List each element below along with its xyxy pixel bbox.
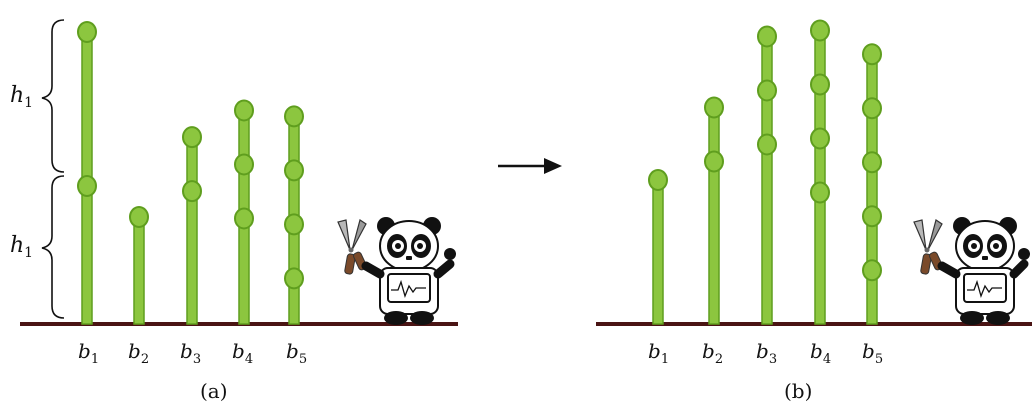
bamboo-node [77,21,97,43]
pruning-shears-icon [337,219,367,275]
stalk-label-b2: b2 [702,339,723,367]
bamboo-stem [652,175,664,325]
bamboo-node [77,175,97,197]
stalk-label-b5: b5 [862,339,883,367]
height-label-upper-sub: 1 [24,95,33,111]
bamboo-node [704,96,724,119]
bamboo-node [182,180,202,203]
bamboo-stalk-b5 [284,105,304,325]
bamboo-node [757,133,777,156]
bamboo-node [704,150,724,173]
bamboo-node [234,153,254,176]
bamboo-stalks [648,19,882,325]
bamboo-node [182,126,202,149]
bamboo-stalk-b4 [810,19,830,325]
stalk-label-b5: b5 [286,339,307,367]
bamboo-node [284,267,304,290]
bamboo-node [757,79,777,102]
bamboo-stem [866,49,878,325]
bamboo-stem [761,31,773,325]
height-label-upper: h [10,83,24,108]
bamboo-node [234,99,254,122]
bamboo-stem [814,25,826,325]
stalk-label-b2: b2 [128,339,149,367]
bamboo-node [129,206,149,228]
bamboo-node [648,169,668,191]
robot-panda-with-shears [913,217,1030,325]
bamboo-node [862,97,882,120]
bamboo-stem [708,102,720,325]
stalk-label-b1: b1 [648,339,669,367]
height-brace-upper [41,19,65,173]
panda-icon [361,217,456,325]
bamboo-node [862,205,882,228]
bamboo-node [862,259,882,282]
bamboo-stalk-b2 [129,206,149,325]
panda-icon [937,217,1030,325]
stalk-label-b1: b1 [78,339,99,367]
stalk-label-b4: b4 [232,339,253,367]
svg-text:h1: h1 [10,83,33,111]
transition-arrow-icon [498,158,562,174]
panel-a: h1 h1 b1 b2 b3 b4 b5 [10,19,458,403]
panel-caption-b: (b) [784,379,812,403]
stalk-labels: b1 b2 b3 b4 b5 [78,339,307,367]
bamboo-node [234,207,254,230]
robot-panda-with-shears [337,217,456,325]
bamboo-node [810,127,830,150]
panel-b: b1 b2 b3 b4 b5 [596,19,1032,403]
bamboo-node [810,181,830,204]
bamboo-stalks [77,21,304,325]
bamboo-node [862,151,882,174]
bamboo-stem [186,132,198,325]
bamboo-node [284,105,304,128]
bamboo-stalk-b5 [862,43,882,325]
bamboo-stalk-b4 [234,99,254,325]
stalk-label-b3: b3 [180,339,201,367]
bamboo-stalk-b1 [648,169,668,325]
bamboo-node [284,213,304,236]
pruning-shears-icon [913,219,943,275]
bamboo-node [810,73,830,96]
bamboo-stalk-b1 [77,21,97,325]
stalk-labels: b1 b2 b3 b4 b5 [648,339,883,367]
bamboo-stalk-b3 [182,126,202,325]
bamboo-stalk-b2 [704,96,724,325]
bamboo-node [862,43,882,66]
svg-text:h1: h1 [10,233,33,261]
bamboo-stem [133,212,145,325]
bamboo-node [810,19,830,42]
height-label-lower: h [10,233,24,258]
stalk-label-b3: b3 [756,339,777,367]
height-label-lower-sub: 1 [24,245,33,261]
panel-caption-a: (a) [200,379,228,403]
bamboo-node [757,25,777,48]
height-brace-lower [41,175,65,319]
bamboo-stalk-b3 [757,25,777,325]
stalk-label-b4: b4 [810,339,831,367]
bamboo-node [284,159,304,182]
